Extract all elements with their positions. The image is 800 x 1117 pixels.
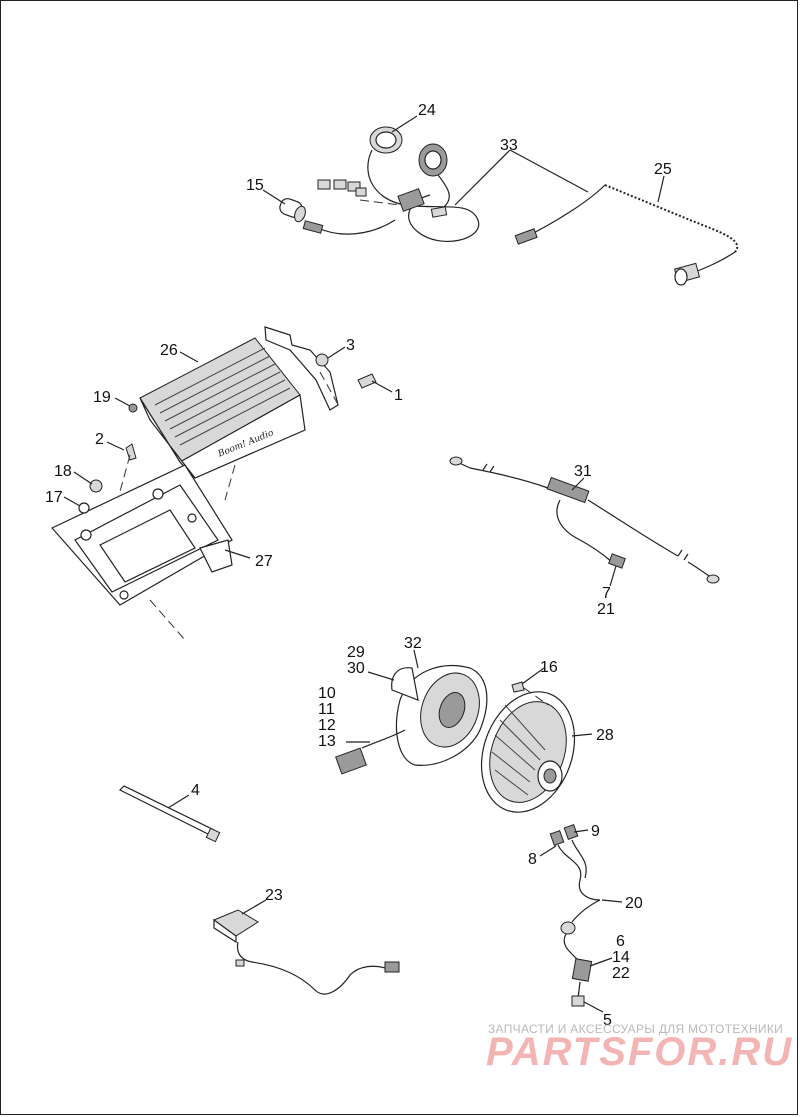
- callout-28: 28: [596, 727, 614, 744]
- callout-labels: 24 15 33 25 26 3 1 19 2 18 17 27 31 7 21…: [45, 102, 672, 1029]
- headset-assembly: [279, 126, 480, 242]
- callout-2: 2: [95, 431, 104, 448]
- callout-33: 33: [500, 137, 518, 154]
- callout-16: 16: [540, 659, 558, 676]
- callout-26: 26: [160, 342, 178, 359]
- callout-9: 9: [591, 823, 600, 840]
- callout-19: 19: [93, 389, 111, 406]
- callout-31: 31: [574, 463, 592, 480]
- callout-5: 5: [603, 1012, 612, 1029]
- coiled-cord: [514, 184, 739, 286]
- leader-lines: [63, 115, 665, 1013]
- callout-11: 11: [318, 701, 335, 718]
- callout-6: 6: [616, 933, 625, 950]
- amplifier-assembly: Boom! Audio: [51, 326, 377, 641]
- callout-18: 18: [54, 463, 72, 480]
- callout-24: 24: [418, 102, 436, 119]
- callout-27: 27: [255, 553, 273, 570]
- callout-29: 29: [347, 644, 365, 661]
- callout-13: 13: [318, 733, 336, 750]
- callout-12: 12: [318, 717, 336, 734]
- harness-assembly: [449, 456, 720, 584]
- watermark-subtitle: ЗАПЧАСТИ И АКСЕССУАРЫ ДЛЯ МОТОТЕХНИКИ: [488, 1022, 784, 1036]
- callout-23: 23: [265, 887, 283, 904]
- callout-22: 22: [612, 965, 630, 982]
- callout-10: 10: [318, 685, 336, 702]
- callout-1: 1: [394, 387, 403, 404]
- callout-30: 30: [347, 660, 365, 677]
- callout-32: 32: [404, 635, 422, 652]
- callout-17: 17: [45, 489, 63, 506]
- callout-21: 21: [597, 601, 615, 618]
- callout-4: 4: [191, 782, 200, 799]
- cable-tie: [118, 785, 221, 843]
- speaker-assembly: [335, 664, 576, 813]
- callout-7: 7: [602, 585, 611, 602]
- speaker-harness: [549, 824, 601, 1007]
- callout-14: 14: [612, 949, 630, 966]
- callout-25: 25: [654, 161, 672, 178]
- callout-20: 20: [625, 895, 643, 912]
- antenna-assembly: [212, 909, 400, 995]
- callout-8: 8: [528, 851, 537, 868]
- callout-3: 3: [346, 337, 355, 354]
- watermark-logo: PARTSFOR.RU: [486, 1030, 794, 1074]
- callout-15: 15: [246, 177, 264, 194]
